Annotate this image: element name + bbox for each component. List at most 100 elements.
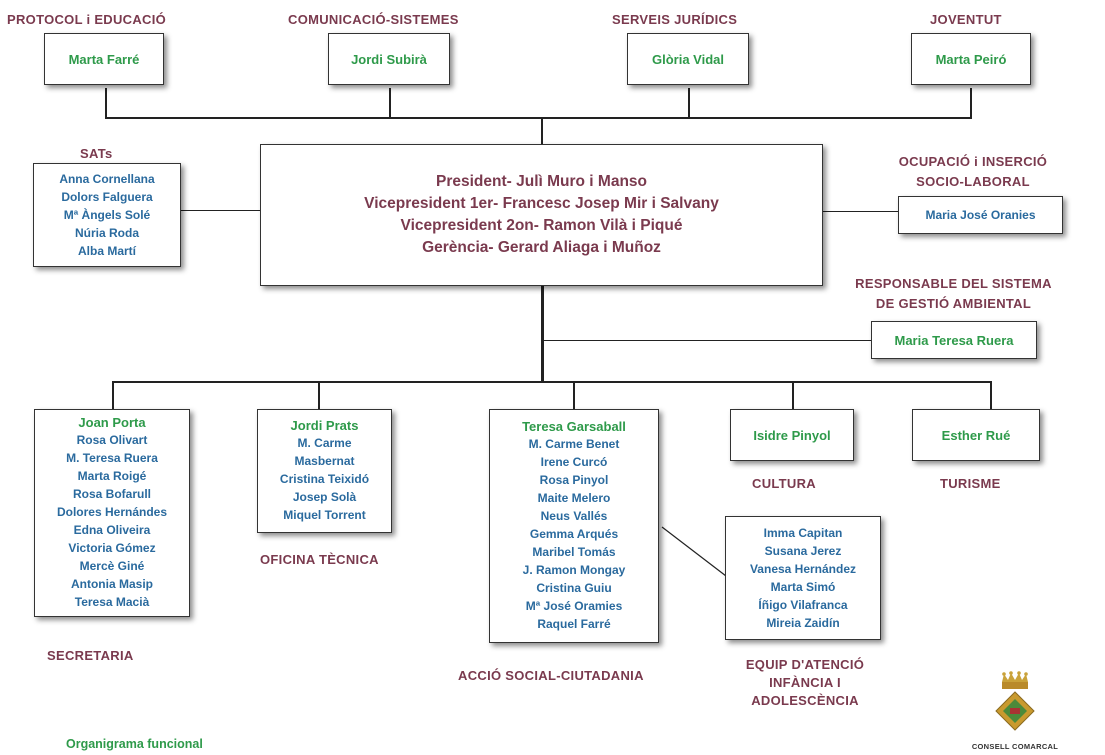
member: Imma Capitan <box>763 526 843 540</box>
person-name: Maria José Oranies <box>925 208 1036 222</box>
person-name: Marta Farré <box>68 51 140 67</box>
member: Mª José Oramies <box>525 599 623 613</box>
coat-of-arms-icon <box>995 671 1035 731</box>
member: Gemma Arqués <box>529 527 619 541</box>
connector <box>541 285 544 382</box>
connector <box>112 381 992 383</box>
person-name: Maria Teresa Ruera <box>894 332 1014 348</box>
dept-label-line: RESPONSABLE DEL SISTEMA <box>855 276 1052 291</box>
member: Irene Curcó <box>540 455 608 469</box>
member: Masbernat <box>294 454 355 468</box>
member: Edna Oliveira <box>73 523 151 537</box>
head-name: Teresa Garsaball <box>522 419 626 434</box>
connector <box>105 117 972 119</box>
members-box-secretaria: Joan Porta Rosa Olivart M. Teresa Ruera … <box>34 409 190 617</box>
connector <box>823 211 898 212</box>
presidency-box: President- Julì Muro i Manso Vicepreside… <box>260 144 823 286</box>
connector <box>792 381 794 409</box>
presidency-line: President- Julì Muro i Manso <box>436 173 647 190</box>
member: Dolors Falguera <box>61 190 153 204</box>
member: Susana Jerez <box>764 544 842 558</box>
person-box-ocupacio: Maria José Oranies <box>898 196 1063 234</box>
connector <box>318 381 320 409</box>
member: Mª Àngels Solé <box>63 208 151 222</box>
dept-label-oficina: OFICINA TÈCNICA <box>260 552 379 567</box>
member: Mercè Giné <box>79 559 145 573</box>
members-box-accio: Teresa Garsaball M. Carme Benet Irene Cu… <box>489 409 659 643</box>
dept-label-juridics: SERVEIS JURÍDICS <box>612 12 738 27</box>
presidency-line: Vicepresident 1er- Francesc Josep Mir i … <box>364 195 719 212</box>
member: M. Carme <box>297 436 352 450</box>
members-box-equip: Imma Capitan Susana Jerez Vanesa Hernánd… <box>725 516 881 640</box>
connector <box>688 88 690 118</box>
dept-label-line: DE GESTIÓ AMBIENTAL <box>875 296 1032 311</box>
member: Cristina Guiu <box>536 581 612 595</box>
logo-text: CONSELL COMARCAL <box>971 742 1059 751</box>
connector <box>181 210 261 211</box>
caption: Organigrama funcional <box>66 737 203 751</box>
presidency-line: Gerència- Gerard Aliaga i Muñoz <box>422 239 661 256</box>
dept-label-ocupacio: OCUPACIÓ i INSERCIÓ SOCIO-LABORAL <box>868 152 1078 192</box>
person-name: Marta Peiró <box>935 51 1007 67</box>
member: Teresa Macià <box>74 595 150 609</box>
member: Marta Roigé <box>77 469 147 483</box>
person-box-comunicacio: Jordi Subirà <box>328 33 450 85</box>
person-box-ambiental: Maria Teresa Ruera <box>871 321 1037 359</box>
member: J. Ramon Mongay <box>522 563 626 577</box>
connector <box>990 381 992 409</box>
dept-label-comunicacio: COMUNICACIÓ-SISTEMES <box>288 12 459 27</box>
connector <box>541 117 543 145</box>
connector <box>112 381 114 409</box>
members-box-oficina: Jordi Prats M. Carme Masbernat Cristina … <box>257 409 392 533</box>
dept-label-line: EQUIP D'ATENCIÓ <box>745 657 865 672</box>
presidency-line: Vicepresident 2on- Ramon Vilà i Piqué <box>400 217 683 234</box>
member: Vanesa Hernández <box>749 562 857 576</box>
dept-label-secretaria: SECRETARIA <box>47 648 134 663</box>
dept-label-line: INFÀNCIA I <box>769 675 841 690</box>
dept-label-joventut: JOVENTUT <box>930 12 1002 27</box>
member: Raquel Farré <box>537 617 611 631</box>
head-name: Joan Porta <box>78 415 146 430</box>
member: Mireia Zaidín <box>766 616 840 630</box>
person-box-cultura: Isidre Pinyol <box>730 409 854 461</box>
member: M. Carme Benet <box>528 437 620 451</box>
person-box-turisme: Esther Rué <box>912 409 1040 461</box>
consell-logo: CONSELL COMARCAL <box>972 670 1058 752</box>
dept-label-line: SOCIO-LABORAL <box>916 174 1030 189</box>
connector-diagonal <box>661 526 727 577</box>
member: Marta Simó <box>770 580 836 594</box>
connector <box>573 381 575 409</box>
member: Neus Vallés <box>540 509 608 523</box>
person-box-protocol: Marta Farré <box>44 33 164 85</box>
person-name: Esther Rué <box>941 427 1011 443</box>
dept-label-ambiental: RESPONSABLE DEL SISTEMA DE GESTIÓ AMBIEN… <box>846 274 1061 314</box>
connector <box>389 88 391 118</box>
member: Cristina Teixidó <box>279 472 370 486</box>
member: Núria Roda <box>74 226 139 240</box>
member: Maribel Tomás <box>532 545 616 559</box>
member: Alba Martí <box>77 244 136 258</box>
member: Josep Solà <box>292 490 357 504</box>
dept-label-protocol: PROTOCOL i EDUCACIÓ <box>7 12 167 27</box>
member: Íñigo Vilafranca <box>758 598 848 612</box>
dept-label-cultura: CULTURA <box>752 476 816 491</box>
member: Dolores Hernándes <box>56 505 168 519</box>
member: Victoria Gómez <box>68 541 156 555</box>
person-name: Jordi Subirà <box>351 51 427 67</box>
dept-label-line: OCUPACIÓ i INSERCIÓ <box>898 154 1048 169</box>
person-name: Glòria Vidal <box>651 51 724 67</box>
head-name: Jordi Prats <box>290 418 359 433</box>
connector <box>541 340 871 341</box>
dept-label-turisme: TURISME <box>940 476 1001 491</box>
members-box-sats: Anna Cornellana Dolors Falguera Mª Àngel… <box>33 163 181 267</box>
dept-label-equip: EQUIP D'ATENCIÓ INFÀNCIA I ADOLESCÈNCIA <box>720 656 890 710</box>
person-name: Isidre Pinyol <box>753 427 831 443</box>
connector <box>970 88 972 118</box>
member: M. Teresa Ruera <box>66 451 158 465</box>
member: Rosa Pinyol <box>539 473 609 487</box>
dept-label-line: ADOLESCÈNCIA <box>751 693 859 708</box>
dept-label-accio: ACCIÓ SOCIAL-CIUTADANIA <box>458 668 644 683</box>
member: Anna Cornellana <box>59 172 155 186</box>
member: Rosa Olivart <box>76 433 148 447</box>
member: Miquel Torrent <box>283 508 366 522</box>
